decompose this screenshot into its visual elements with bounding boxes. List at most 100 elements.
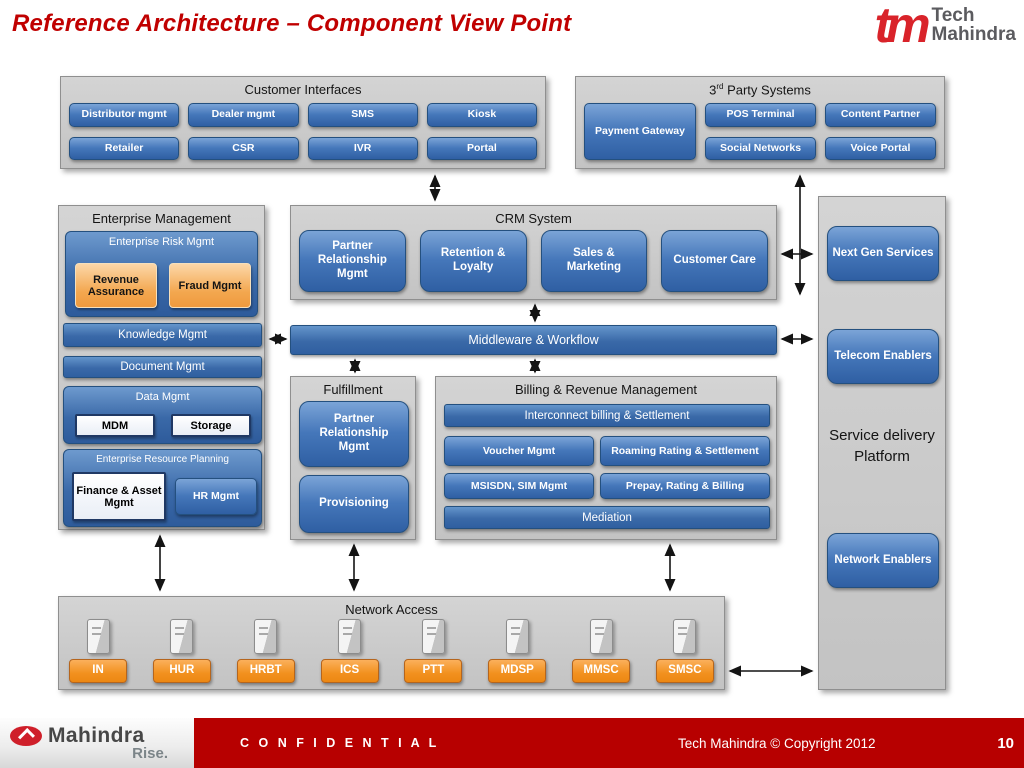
box-hrbt: HRBT [236,659,295,683]
box-distributor-mgmt: Distributor mgmt [69,103,180,127]
box-hur: HUR [152,659,211,683]
box-partner-relationship-mgmt: Partner Relationship Mgmt [299,230,406,292]
network-access-row: IN HUR HRBT ICS PTT MDSP [69,613,714,683]
third-party-content: Payment Gateway POS Terminal Content Par… [584,103,936,160]
enterprise-risk-group: Enterprise Risk Mgmt Revenue Assurance F… [65,231,258,317]
logo-text-line1: Tech [931,4,975,26]
logo-text-line2: Mahindra [931,24,1016,46]
box-retention-loyalty: Retention & Loyalty [419,230,527,292]
network-node: ICS [320,613,379,683]
box-document-mgmt: Document Mgmt [63,356,262,378]
box-ics: ICS [320,659,379,683]
box-portal: Portal [426,136,537,160]
enterprise-management-panel: Enterprise Management Enterprise Risk Mg… [58,205,265,530]
enterprise-management-title: Enterprise Management [92,211,231,226]
crm-buttons-row: Partner Relationship Mgmt Retention & Lo… [299,230,768,292]
box-mdm: MDM [75,414,155,437]
server-icon [86,619,110,654]
box-payment-gateway: Payment Gateway [584,103,696,160]
box-hr-mgmt: HR Mgmt [175,478,257,515]
box-finance-asset-mgmt: Finance & Asset Mgmt [72,472,166,521]
box-social-networks: Social Networks [705,136,816,160]
data-mgmt-group: Data Mgmt MDM Storage [63,386,262,444]
third-party-systems-title: 3rd Party Systems [576,77,944,97]
box-msisdn-sim-mgmt: MSISDN, SIM Mgmt [444,473,594,499]
box-telecom-enablers: Telecom Enablers [827,329,939,384]
box-fraud-mgmt: Fraud Mgmt [169,263,251,308]
network-access-title: Network Access [345,602,438,617]
box-ptt: PTT [404,659,463,683]
box-provisioning: Provisioning [299,475,409,533]
box-smsc: SMSC [655,659,714,683]
third-party-grid: POS Terminal Content Partner Social Netw… [705,103,936,160]
server-icon [505,619,529,654]
mahindra-logo-icon [10,726,42,746]
box-fulfillment-prm: Partner Relationship Mgmt [299,401,409,467]
third-party-title-ordinal: rd [716,82,724,91]
mahindra-rise-logo: Mahindra Rise. [0,718,194,768]
box-interconnect-billing: Interconnect billing & Settlement [444,404,770,427]
network-node: MMSC [572,613,631,683]
server-icon [421,619,445,654]
network-node: HRBT [236,613,295,683]
third-party-title-rest: Party Systems [723,82,811,98]
box-sales-marketing: Sales & Marketing [540,230,648,292]
billing-revenue-panel: Billing & Revenue Management Interconnec… [435,376,777,540]
network-access-panel: Network Access IN HUR HRBT ICS PTT [58,596,725,690]
mahindra-logo-row: Mahindra [10,724,184,748]
customer-interfaces-title: Customer Interfaces [244,82,362,97]
box-sms: SMS [307,103,418,127]
box-voucher-mgmt: Voucher Mgmt [444,436,594,466]
erp-group: Enterprise Resource Planning Finance & A… [63,449,262,527]
confidential-label: C O N F I D E N T I A L [240,736,440,750]
server-icon [673,619,697,654]
box-customer-care: Customer Care [661,230,768,292]
box-ivr: IVR [307,136,418,160]
page-number: 10 [997,734,1014,752]
box-retailer: Retailer [69,136,180,160]
service-delivery-platform-panel: Next Gen Services Telecom Enablers Servi… [818,196,946,690]
box-next-gen-services: Next Gen Services [827,226,939,281]
server-icon [254,619,278,654]
network-node: MDSP [488,613,547,683]
copyright-label: Tech Mahindra © Copyright 2012 [678,735,876,751]
crm-system-panel: CRM System Partner Relationship Mgmt Ret… [290,205,777,300]
box-mmsc: MMSC [572,659,631,683]
enterprise-risk-title: Enterprise Risk Mgmt [108,236,215,248]
data-mgmt-title: Data Mgmt [135,391,190,403]
box-prepay-rating-billing: Prepay, Rating & Billing [600,473,770,499]
tech-mahindra-logo: tm Tech Mahindra [874,0,1016,53]
box-pos-terminal: POS Terminal [705,103,816,127]
third-party-systems-panel: 3rd Party Systems Payment Gateway POS Te… [575,76,945,169]
slide-title: Reference Architecture – Component View … [12,10,572,37]
box-knowledge-mgmt: Knowledge Mgmt [63,323,262,347]
fulfillment-title: Fulfillment [323,382,383,397]
fulfillment-panel: Fulfillment Partner Relationship Mgmt Pr… [290,376,416,540]
customer-interfaces-grid: Distributor mgmt Dealer mgmt SMS Kiosk R… [69,103,537,160]
tech-mahindra-logo-icon: tm [874,0,930,53]
network-node: SMSC [655,613,714,683]
service-delivery-platform-label: Service delivery Platform [829,427,935,465]
box-middleware-workflow: Middleware & Workflow [290,325,777,355]
rise-tagline: Rise. [132,745,168,762]
box-kiosk: Kiosk [426,103,537,127]
tech-mahindra-logo-text: Tech Mahindra [931,4,1016,46]
box-dealer-mgmt: Dealer mgmt [188,103,299,127]
network-node: PTT [404,613,463,683]
network-node: HUR [152,613,211,683]
box-mediation: Mediation [444,506,770,529]
erp-title: Enterprise Resource Planning [96,454,229,465]
box-network-enablers: Network Enablers [827,533,939,588]
server-icon [338,619,362,654]
network-node: IN [69,613,127,683]
box-storage: Storage [171,414,251,437]
box-mdsp: MDSP [488,659,547,683]
server-icon [589,619,613,654]
box-csr: CSR [188,136,299,160]
server-icon [170,619,194,654]
customer-interfaces-panel: Customer Interfaces Distributor mgmt Dea… [60,76,546,169]
box-revenue-assurance: Revenue Assurance [75,263,157,308]
box-content-partner: Content Partner [825,103,936,127]
footer-bar: C O N F I D E N T I A L Tech Mahindra © … [0,718,1024,768]
